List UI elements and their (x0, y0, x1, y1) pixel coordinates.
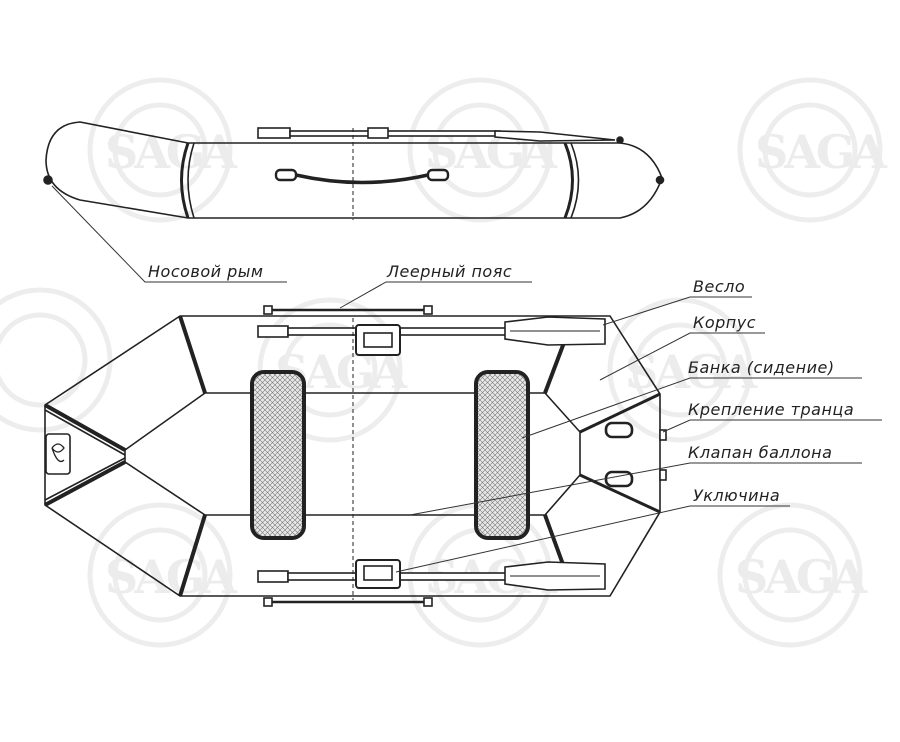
leader-nose-ring (51, 185, 287, 283)
stern-seam-top-1 (543, 339, 567, 394)
leader-bench (521, 377, 862, 439)
label-hull: Корпус (693, 313, 756, 332)
stern-seam-inner (570, 142, 580, 219)
watermark-text-group: SAGA SAGA SAGA SAGA SAGA SAGA SAGA SAGA (105, 125, 892, 604)
label-valve: Клапан баллона (688, 443, 832, 462)
label-bench: Банка (сидение) (688, 358, 835, 377)
watermark-text: SAGA (105, 550, 238, 604)
nose-logo (45, 433, 71, 475)
side-handle-right (426, 168, 450, 182)
nose-logo-icon (51, 443, 65, 463)
bow-seam-top-6 (44, 457, 126, 501)
side-oar-blade (494, 130, 616, 142)
stern-cap-icon (655, 175, 665, 185)
leader-hull (599, 332, 765, 381)
oar-upper-handle (257, 325, 289, 338)
lifeline-bottom-clip-left (263, 597, 273, 607)
leader-oarlock (395, 505, 790, 573)
leader-lifeline (339, 281, 532, 309)
bow-seam-top-3 (44, 403, 126, 452)
watermark-text: SAGA (625, 345, 758, 399)
lifeline-top-clip-left (263, 305, 273, 315)
leader-lines (51, 185, 882, 573)
stern-top-cap-icon (616, 136, 624, 144)
side-oarlock (367, 127, 389, 139)
transom-mount-upper (604, 421, 634, 439)
watermark-text: SAGA (735, 550, 868, 604)
lifeline-bottom-clip-right (423, 597, 433, 607)
bow-seam-top-4 (44, 460, 126, 507)
watermark-logo (87, 502, 233, 648)
side-oar-shaft (289, 130, 501, 137)
valve-lower-icon (659, 469, 667, 481)
bench-rear (474, 370, 530, 540)
bow-seam-inner (187, 142, 195, 219)
leader-valve (409, 462, 862, 516)
label-oar: Весло (693, 277, 745, 296)
stern-seam-top-3 (579, 392, 661, 434)
watermark-text: SAGA (755, 125, 888, 179)
label-lifeline: Леерный пояс (386, 262, 512, 281)
side-oar-handle (257, 127, 291, 139)
bow-seam (180, 142, 190, 219)
callout-labels: Носовой рым Леерный пояс Весло Корпус Ба… (148, 262, 854, 505)
label-transom-mount: Крепление транца (688, 400, 854, 419)
stern-seam (563, 142, 574, 219)
oarlock-upper-inner (363, 332, 393, 348)
bow-seam-top-5 (44, 409, 126, 456)
watermark-logo (717, 502, 863, 648)
label-oarlock: Уключина (693, 486, 780, 505)
boat-side-view (43, 121, 665, 220)
bench-front (250, 370, 306, 540)
lifeline-top-clip-right (423, 305, 433, 315)
label-nose-ring: Носовой рым (148, 262, 263, 281)
watermark-logo (87, 77, 233, 223)
boat-top-view (44, 305, 667, 607)
leader-oar (602, 296, 752, 326)
side-handle-strap (295, 173, 429, 185)
leader-transom-mount (662, 419, 882, 433)
watermark-logo (737, 77, 883, 223)
bow-seam-top-1 (178, 315, 207, 394)
bow-seam-top-2 (178, 514, 207, 597)
valve-upper-icon (659, 429, 667, 441)
oar-lower-handle (257, 570, 289, 583)
watermark-logo (0, 287, 113, 433)
watermark-text: SAGA (105, 125, 238, 179)
side-hull-outline (45, 121, 663, 219)
oarlock-lower-inner (363, 565, 393, 581)
nose-ring-icon (43, 175, 53, 185)
watermark-logo (407, 77, 553, 223)
side-handle-left (274, 168, 298, 182)
stern-seam-top-2 (543, 514, 567, 571)
